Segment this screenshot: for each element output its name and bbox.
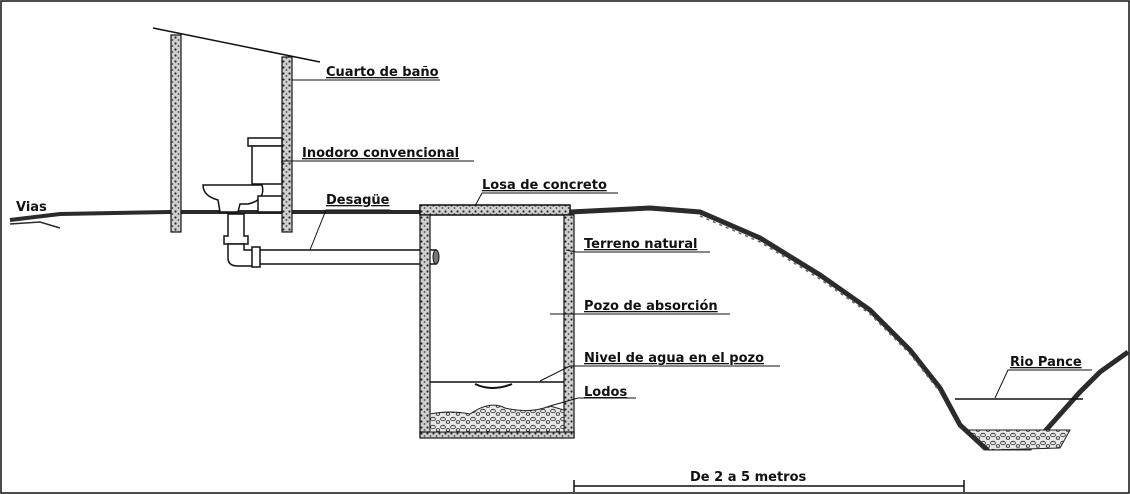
drain-pipe-coupling: [251, 246, 261, 268]
river-bed-stones: [966, 429, 1071, 451]
hillside-texture: [699, 215, 941, 393]
label-lodos: Lodos: [584, 385, 627, 400]
label-desague: Desagüe: [326, 193, 390, 208]
label-terreno-natural: Terreno natural: [584, 237, 697, 252]
label-vias: Vias: [16, 200, 47, 215]
toilet-bowl: [202, 184, 264, 213]
label-pozo-de-absorcion: Pozo de absorción: [584, 299, 718, 314]
well-wall-left: [419, 214, 431, 438]
bathroom-roof: [152, 27, 321, 63]
ground-left-edge: [9, 221, 61, 229]
leader-nivel: [539, 365, 780, 382]
label-cuarto-de-bano: Cuarto de baño: [326, 65, 439, 80]
drain-pipe-horizontal: [257, 249, 437, 265]
bathroom-wall-right: [281, 56, 293, 233]
toilet-tank-lid: [247, 137, 283, 147]
well-wall-right: [563, 214, 575, 438]
drain-pipe: [223, 213, 249, 245]
well-floor: [419, 431, 575, 439]
leader-desague: [309, 209, 390, 251]
leader-rio: [994, 369, 1092, 399]
label-losa-de-concreto: Losa de concreto: [482, 178, 607, 193]
toilet-base: [257, 195, 283, 213]
bathroom-wall-left: [170, 34, 182, 233]
hillside-ground: [569, 205, 1130, 451]
leader-losa: [474, 192, 618, 207]
label-nivel-de-agua: Nivel de agua en el pozo: [584, 351, 764, 366]
label-inodoro-convencional: Inodoro convencional: [302, 146, 459, 161]
drain-pipe-outlet: [432, 249, 440, 265]
label-distancia: De 2 a 5 metros: [690, 470, 806, 485]
ground-line-left: [9, 210, 420, 222]
label-rio-pance: Rio Pance: [1010, 355, 1082, 370]
toilet-tank: [251, 145, 283, 185]
concrete-slab: [419, 204, 571, 216]
water-ripple: [474, 383, 513, 389]
leader-lodos: [549, 397, 636, 407]
leader-terreno: [565, 249, 710, 253]
sludge: [429, 404, 565, 433]
